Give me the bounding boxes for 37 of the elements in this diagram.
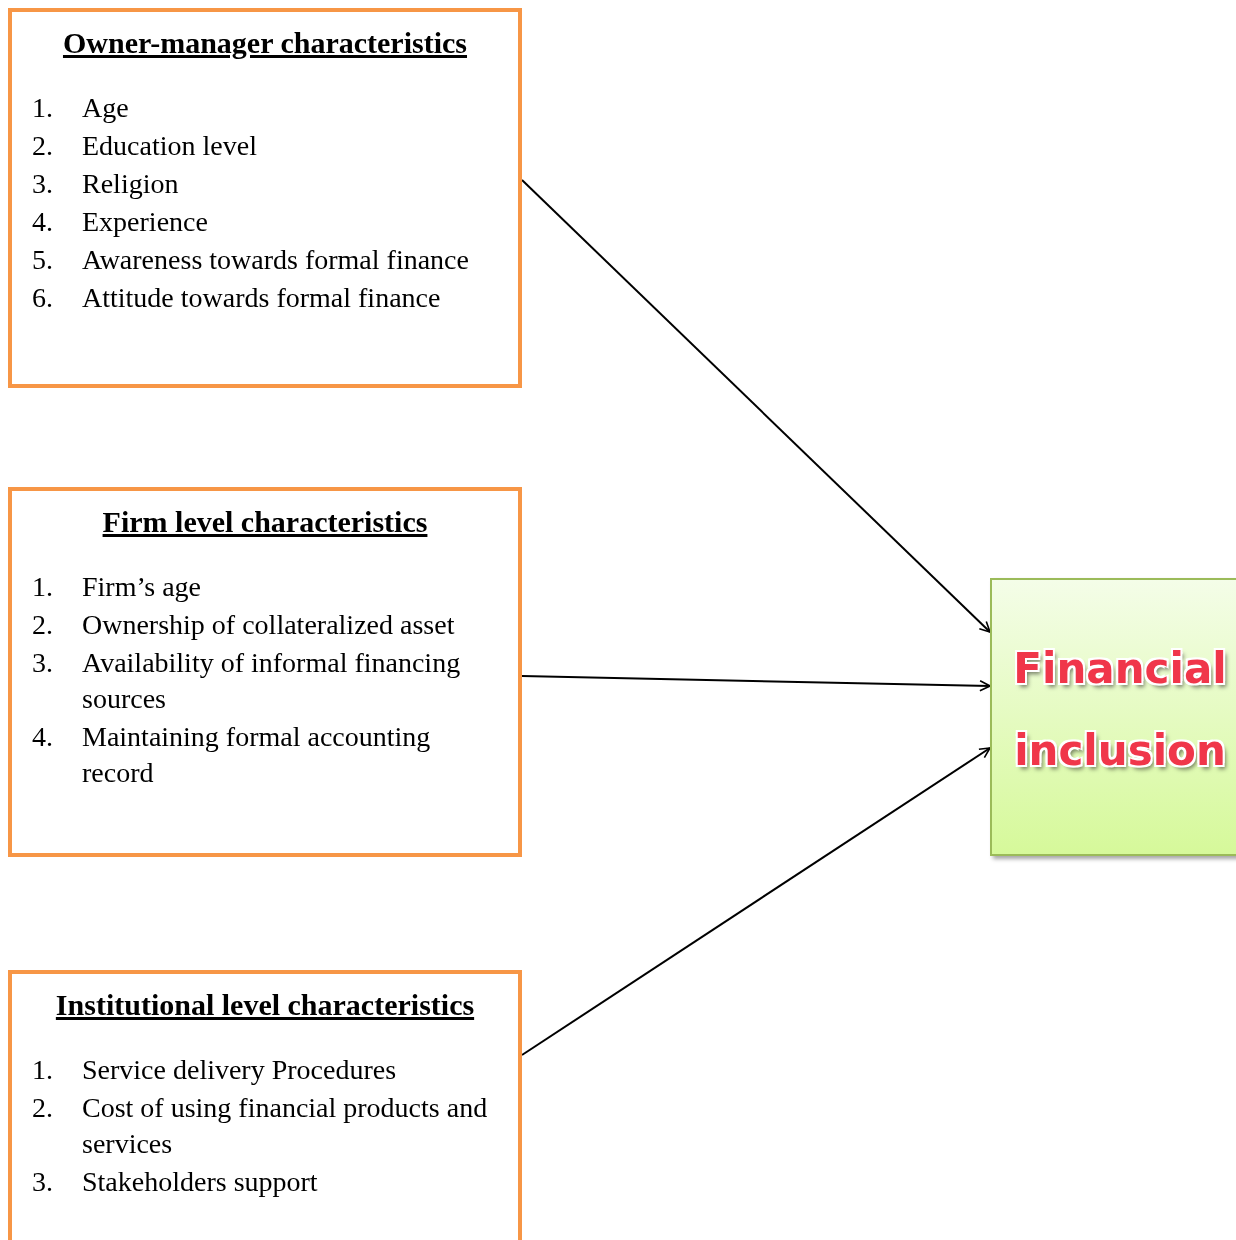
list-number: 2. [32,129,54,163]
list-item: Education level [82,129,257,163]
list-number: 4. [32,205,54,239]
list-number: 3. [32,167,54,201]
outcome-title: Financial inclusion [1012,643,1228,777]
box-heading: Firm level characteristics [101,505,429,539]
list-item: Service delivery Procedures [82,1053,397,1087]
list-item: Religion [82,167,179,201]
factor-box [8,8,522,388]
list-number: 3. [32,1165,54,1199]
factor-box [8,970,522,1240]
list-item: Maintaining formal accounting record [82,720,432,790]
list-item: Stakeholders support [82,1165,318,1199]
list-number: 3. [32,646,54,680]
arrow [521,747,991,1056]
box-heading: Owner-manager characteristics [61,26,468,60]
list-number: 5. [32,243,54,277]
list-item: Attitude towards formal finance [82,281,441,315]
list-number: 4. [32,720,54,754]
list-item: Cost of using financial products and services [82,1091,489,1161]
list-item: Awareness towards formal finance [82,243,469,277]
list-item: Firm’s age [82,570,201,604]
list-number: 1. [32,570,54,604]
list-number: 2. [32,1091,54,1125]
list-item: Age [82,91,129,125]
arrow [521,675,991,692]
list-item: Availability of informal financing sources [82,646,462,716]
list-item: Experience [82,205,208,239]
outcome-box [990,578,1236,856]
arrow [521,179,991,633]
list-number: 6. [32,281,54,315]
list-item: Ownership of collateralized asset [82,608,455,642]
list-number: 1. [32,91,54,125]
factor-box [8,487,522,857]
list-number: 1. [32,1053,54,1087]
box-heading: Institutional level characteristics [54,988,476,1022]
list-number: 2. [32,608,54,642]
